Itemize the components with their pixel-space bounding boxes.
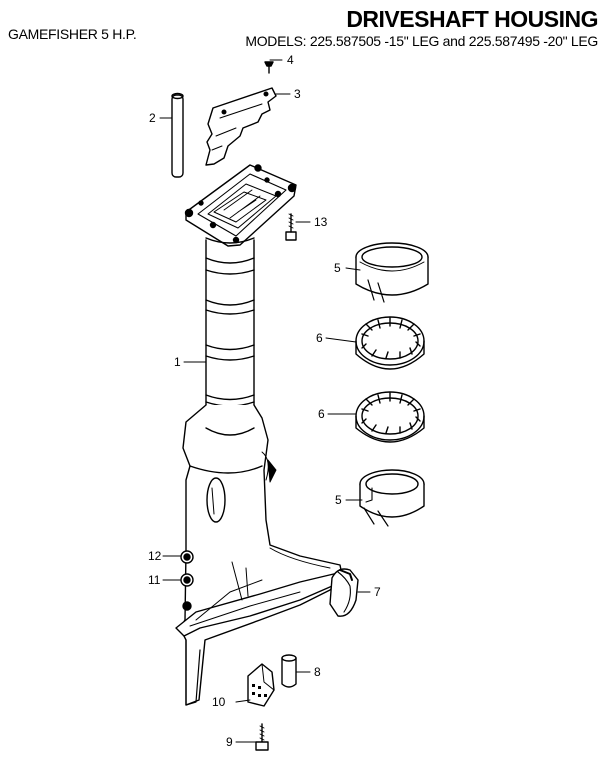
part-13-bolt[interactable]	[285, 213, 297, 241]
part-2-rod[interactable]	[171, 92, 184, 178]
part-10-bracket[interactable]	[247, 663, 275, 707]
part-1-driveshaft-housing[interactable]	[175, 164, 347, 706]
callout-7: 7	[374, 585, 381, 599]
callout-12: 12	[148, 549, 162, 563]
part-6-bearing-upper[interactable]	[355, 316, 425, 370]
part-4-screw[interactable]	[264, 61, 274, 74]
leader-lines	[159, 59, 371, 743]
callout-labels: 4 3 2 13 1 5 6 6 5 7 8 10 9 12 11	[148, 53, 381, 749]
callout-11: 11	[148, 573, 161, 587]
part-3-plate[interactable]	[205, 87, 277, 166]
callout-1: 1	[174, 355, 181, 369]
part-7-grommet[interactable]	[329, 568, 359, 617]
callout-8: 8	[314, 665, 321, 679]
callout-5-top: 5	[334, 261, 341, 275]
callout-4: 4	[287, 53, 294, 67]
callout-9: 9	[226, 735, 233, 749]
part-6-bearing-lower[interactable]	[355, 391, 425, 443]
callout-5-bottom: 5	[335, 493, 342, 507]
callout-6-upper: 6	[316, 331, 323, 345]
models-line: MODELS: 225.587505 -15" LEG and 225.5874…	[245, 33, 598, 49]
part-9-bolt[interactable]	[255, 723, 269, 751]
part-5-ring-top[interactable]	[355, 242, 429, 303]
callout-13: 13	[314, 215, 328, 229]
callout-10: 10	[212, 695, 226, 709]
diagram-title: DRIVESHAFT HOUSING	[346, 6, 598, 32]
part-5-ring-bottom[interactable]	[359, 469, 425, 527]
callout-2: 2	[149, 111, 156, 125]
part-8-sleeve[interactable]	[281, 654, 297, 688]
callout-3: 3	[294, 87, 301, 101]
callout-6-lower: 6	[318, 407, 325, 421]
product-name: GAMEFISHER 5 H.P.	[8, 26, 137, 42]
part-12-plug[interactable]	[180, 550, 194, 564]
part-11-plug[interactable]	[180, 573, 194, 587]
